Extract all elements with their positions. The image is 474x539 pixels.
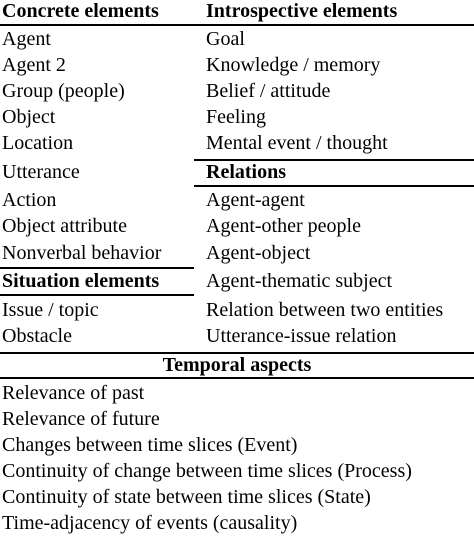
concrete-item: Group (people) [2,80,125,102]
header-concrete: Concrete elements [2,0,159,22]
concrete-item: Action [2,189,57,211]
introspective-item: Mental event / thought [206,132,388,154]
rule-header [0,24,474,26]
temporal-item: Continuity of change between time slices… [2,460,412,482]
rule-situation-bottom [0,294,194,296]
concrete-item: Object [2,106,56,128]
temporal-item: Continuity of state between time slices … [2,486,371,508]
relation-item: Agent-agent [206,189,305,211]
relation-item: Relation between two entities [206,299,444,321]
relation-item: Utterance-issue relation [206,325,397,347]
temporal-item: Changes between time slices (Event) [2,434,298,456]
concrete-item: Object attribute [2,215,127,237]
introspective-item: Feeling [206,106,266,128]
temporal-item: Relevance of future [2,408,160,430]
concrete-item: Utterance [2,161,80,183]
concrete-item: Nonverbal behavior [2,242,162,264]
header-relations: Relations [206,161,286,183]
situation-item: Obstacle [2,325,72,347]
introspective-item: Goal [206,28,245,50]
rule-situation-top [0,267,194,269]
introspective-item: Knowledge / memory [206,54,381,76]
rule-relations-bottom [194,185,474,187]
rule-relations-top [194,159,474,161]
concrete-item: Location [2,132,74,154]
temporal-item: Time-adjacency of events (causality) [2,512,298,534]
relation-item: Agent-thematic subject [206,270,393,292]
header-situation: Situation elements [2,270,160,292]
concrete-item: Agent 2 [2,54,66,76]
concrete-item: Agent [2,28,51,50]
header-temporal: Temporal aspects [162,354,312,376]
rule-temporal-top [0,352,474,354]
situation-item: Issue / topic [2,299,99,321]
relation-item: Agent-other people [206,215,361,237]
temporal-item: Relevance of past [2,382,145,404]
introspective-item: Belief / attitude [206,80,331,102]
header-introspective: Introspective elements [206,0,398,22]
relation-item: Agent-object [206,242,311,264]
rule-temporal-bottom [0,377,474,379]
